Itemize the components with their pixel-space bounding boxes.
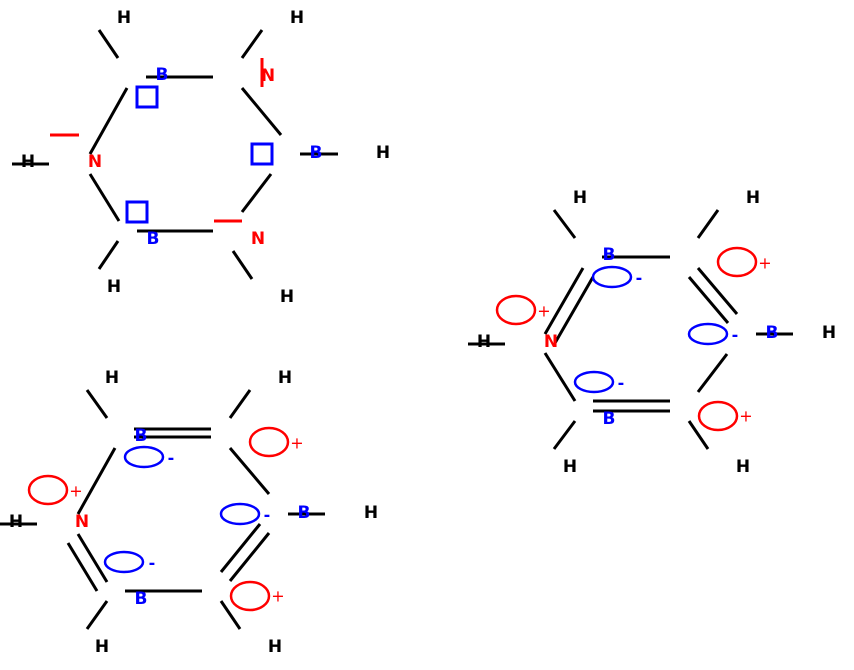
charge-minus: - <box>732 326 739 345</box>
double-bond <box>228 532 271 582</box>
atom-b: B <box>766 323 779 343</box>
atom-n: N <box>88 152 102 172</box>
positive-charge-circle <box>716 246 758 278</box>
atom-h: H <box>280 287 294 307</box>
charge-minus: - <box>264 506 271 525</box>
atom-h: H <box>746 188 760 208</box>
bond-h-b <box>85 389 109 419</box>
charge-minus: - <box>149 554 156 573</box>
negative-charge-ellipse <box>687 322 729 346</box>
atom-b: B <box>147 229 160 249</box>
double-bond <box>553 276 595 344</box>
bond-h-n <box>228 389 252 419</box>
bond-b-n <box>696 353 729 393</box>
atom-n: N <box>261 66 275 86</box>
atom-h: H <box>364 503 378 523</box>
double-bond <box>687 276 730 324</box>
negative-charge-ellipse <box>591 265 633 289</box>
atom-h: H <box>21 152 35 172</box>
charge-minus: - <box>168 449 175 468</box>
atom-h: H <box>563 457 577 477</box>
bond-n-b <box>88 173 121 222</box>
negative-charge-ellipse <box>573 370 615 394</box>
atom-h: H <box>736 457 750 477</box>
bond-h-b <box>97 29 120 59</box>
bond-n-b <box>228 447 271 495</box>
bond-n-h <box>687 420 710 450</box>
bond-n-h <box>219 600 242 630</box>
atom-h: H <box>376 143 390 163</box>
bond-b-n <box>240 173 273 213</box>
positive-charge-circle <box>697 400 739 432</box>
double-bond <box>66 542 99 592</box>
charge-minus: - <box>618 374 625 393</box>
atom-b: B <box>603 409 616 429</box>
atom-n: N <box>251 229 265 249</box>
empty-orbital-box <box>135 85 159 109</box>
atom-b: B <box>156 65 169 85</box>
bond-b-n <box>88 87 129 155</box>
bond-n-b <box>240 87 283 136</box>
charge-plus: + <box>271 587 284 606</box>
double-bond <box>219 523 262 573</box>
negative-charge-ellipse <box>103 550 145 574</box>
atom-b: B <box>135 589 148 609</box>
atom-b: B <box>603 245 616 265</box>
atom-n: N <box>75 512 89 532</box>
atom-h: H <box>107 277 121 297</box>
bond-b-h <box>552 420 577 450</box>
atom-h: H <box>105 368 119 388</box>
bond-h-n <box>696 209 720 239</box>
atom-b: B <box>310 143 323 163</box>
structure-1-lewis: H H H H H H B B B N N N <box>12 8 390 307</box>
atom-h: H <box>117 8 131 28</box>
charge-plus: + <box>290 434 303 453</box>
positive-charge-circle <box>229 580 271 612</box>
atom-h: H <box>268 637 282 657</box>
positive-charge-circle <box>248 426 290 458</box>
atom-b: B <box>298 503 311 523</box>
charge-plus: + <box>69 482 82 501</box>
double-bond <box>543 267 585 335</box>
bond-b-n <box>76 447 117 515</box>
atom-n: N <box>544 332 558 352</box>
atom-h: H <box>9 512 23 532</box>
atom-b: B <box>135 426 148 446</box>
bond-h-b <box>552 209 577 239</box>
atom-h: H <box>278 368 292 388</box>
atom-h: H <box>822 323 836 343</box>
bond-b-h <box>97 240 120 270</box>
charge-plus: + <box>758 254 771 273</box>
structure-resonance-a: + + + - - - H H H H H H B B B N <box>468 188 836 477</box>
negative-charge-ellipse <box>219 502 261 526</box>
charge-plus: + <box>739 407 752 426</box>
double-bond <box>696 267 739 315</box>
bond-h-n <box>240 29 264 59</box>
positive-charge-circle <box>495 294 537 326</box>
charge-minus: - <box>636 269 643 288</box>
bond-b-h <box>85 600 109 630</box>
atom-h: H <box>95 637 109 657</box>
bond-n-b <box>543 352 577 402</box>
positive-charge-circle <box>27 474 69 506</box>
charge-plus: + <box>537 302 550 321</box>
empty-orbital-box <box>250 142 274 166</box>
bond-n-h <box>231 250 254 280</box>
double-bond <box>76 533 109 583</box>
negative-charge-ellipse <box>123 445 165 469</box>
empty-orbital-box <box>125 200 149 224</box>
atom-h: H <box>290 8 304 28</box>
atom-h: H <box>477 332 491 352</box>
atom-h: H <box>573 188 587 208</box>
structure-resonance-b: + + + - - - H H H H H H B B B N <box>0 368 378 657</box>
